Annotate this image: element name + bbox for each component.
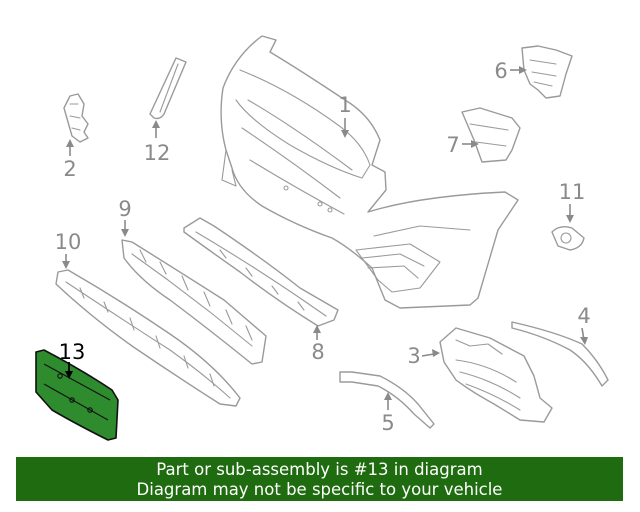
callout-8: 8	[311, 340, 324, 364]
callout-7: 7	[446, 133, 459, 157]
part-8-grille-bar[interactable]	[183, 217, 339, 327]
part-6-upper-bracket[interactable]	[521, 45, 573, 99]
banner-line-2: Diagram may not be specific to your vehi…	[136, 480, 503, 499]
part-1-bumper-cover[interactable]	[220, 35, 519, 309]
callout-5: 5	[381, 411, 394, 435]
part-10-lower-absorber[interactable]	[55, 269, 241, 407]
leader-lines	[62, 66, 588, 410]
part-2-side-bracket[interactable]	[63, 93, 89, 143]
callout-1: 1	[338, 93, 351, 117]
part-3-fog-lamp-bezel[interactable]	[439, 327, 553, 423]
callout-9: 9	[118, 197, 131, 221]
callout-10: 10	[55, 230, 82, 254]
callout-12: 12	[144, 141, 171, 165]
info-banner: Part or sub-assembly is #13 in diagram D…	[16, 457, 623, 501]
callout-11: 11	[559, 180, 586, 204]
part-9-lower-grille[interactable]	[121, 239, 267, 365]
callout-3: 3	[407, 344, 420, 368]
banner-line-1: Part or sub-assembly is #13 in diagram	[156, 460, 483, 479]
callout-2: 2	[63, 157, 76, 181]
callout-4: 4	[577, 304, 590, 328]
callout-13: 13	[59, 340, 86, 364]
part-4-side-molding[interactable]	[511, 321, 609, 387]
part-13-license-plate-bracket[interactable]	[35, 349, 119, 441]
callout-6: 6	[494, 59, 507, 83]
part-5-bracket-strip[interactable]	[339, 371, 435, 429]
part-7-lower-bracket[interactable]	[461, 107, 521, 163]
part-11-sensor[interactable]	[551, 225, 585, 251]
part-12-trim-strip[interactable]	[149, 57, 187, 120]
callout-labels: 1 2 12 6 7 11 9 10 8 4 3 5 13	[55, 59, 591, 435]
